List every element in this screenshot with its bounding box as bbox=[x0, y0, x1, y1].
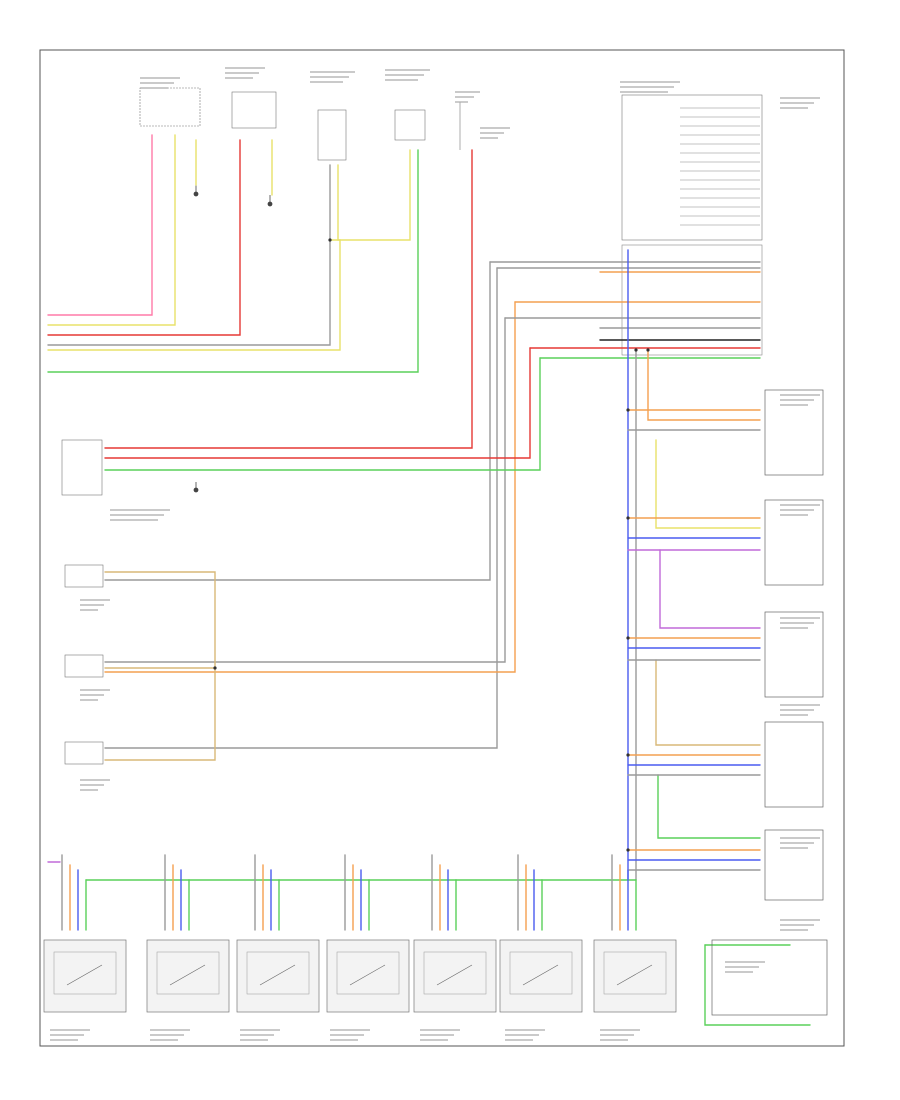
device-left-1 bbox=[61, 439, 103, 496]
bottom-module-switch-1 bbox=[66, 964, 103, 986]
bottom-module-switch-5 bbox=[436, 964, 473, 986]
connector-top-1 bbox=[139, 87, 201, 127]
splice-dot-5 bbox=[626, 636, 630, 640]
device-right-5 bbox=[764, 829, 824, 901]
wire-red-long bbox=[104, 149, 473, 449]
wire-gray-a bbox=[104, 261, 491, 581]
splice-dot-4 bbox=[626, 516, 630, 520]
device-right-3 bbox=[764, 611, 824, 698]
module-connector-block bbox=[621, 244, 763, 356]
right-device-group bbox=[711, 389, 828, 1016]
splice-dot-3 bbox=[626, 408, 630, 412]
bottom-module-inner-3 bbox=[246, 951, 310, 995]
bottom-module-switch-2 bbox=[169, 964, 206, 986]
bottom-module-5 bbox=[413, 939, 497, 1013]
splice-dot-6 bbox=[626, 753, 630, 757]
connector-top-3 bbox=[317, 109, 347, 161]
wire-yellow-bus bbox=[655, 439, 761, 529]
bottom-module-1 bbox=[43, 939, 127, 1013]
sensor-left-4 bbox=[64, 741, 104, 765]
bottom-module-switch-6 bbox=[522, 964, 559, 986]
bottom-module-inner-6 bbox=[509, 951, 573, 995]
label-blocks bbox=[50, 67, 820, 1041]
switch-top-2 bbox=[231, 91, 277, 129]
splice-dot-1 bbox=[328, 238, 332, 242]
wire-red-b bbox=[104, 347, 531, 459]
wire-green-r4 bbox=[657, 774, 761, 839]
splice-dot-2 bbox=[213, 666, 217, 670]
wire-violet-r2 bbox=[659, 549, 761, 629]
bottom-module-switch-7 bbox=[616, 964, 653, 986]
bottom-module-inner-1 bbox=[53, 951, 117, 995]
device-right-4 bbox=[764, 721, 824, 808]
ground-symbols bbox=[193, 185, 273, 493]
splice-dot-9 bbox=[646, 348, 650, 352]
bottom-module-switch-3 bbox=[259, 964, 296, 986]
control-module-top-right bbox=[621, 94, 763, 241]
bottom-module-6 bbox=[499, 939, 583, 1013]
bottom-module-inner-4 bbox=[336, 951, 400, 995]
device-right-1 bbox=[764, 389, 824, 476]
wire-gray-c bbox=[104, 317, 506, 663]
splice-dots bbox=[213, 238, 650, 852]
bottom-module-switch-4 bbox=[349, 964, 386, 986]
sensor-left-2 bbox=[64, 564, 104, 588]
wire-green-top bbox=[47, 149, 419, 373]
wire-orange-a bbox=[104, 301, 516, 673]
wire-tan-r3 bbox=[655, 659, 761, 746]
diagram-frame bbox=[39, 49, 845, 1047]
wire-layer bbox=[47, 134, 811, 1026]
wire-gray-b bbox=[104, 267, 498, 749]
bottom-module-7 bbox=[593, 939, 677, 1013]
left-device-group bbox=[61, 439, 104, 765]
wire-yellow-3 bbox=[329, 149, 411, 241]
bottom-module-row bbox=[43, 939, 677, 1013]
bottom-module-2 bbox=[146, 939, 230, 1013]
wire-yellow-1 bbox=[47, 134, 176, 326]
bottom-module-4 bbox=[326, 939, 410, 1013]
wire-pink-1 bbox=[47, 134, 153, 316]
wire-gray-1 bbox=[47, 164, 331, 346]
device-right-2 bbox=[764, 499, 824, 586]
wire-red-1 bbox=[47, 139, 241, 336]
wire-green-b bbox=[104, 357, 541, 471]
module-pin-lines bbox=[680, 107, 760, 226]
wire-tan-a bbox=[104, 571, 216, 761]
bottom-module-inner-2 bbox=[156, 951, 220, 995]
splice-dot-7 bbox=[626, 848, 630, 852]
bottom-module-3 bbox=[236, 939, 320, 1013]
wire-orange-bus bbox=[647, 349, 761, 421]
bottom-module-inner-7 bbox=[603, 951, 667, 995]
splice-dot-8 bbox=[634, 348, 638, 352]
device-right-6 bbox=[711, 939, 828, 1016]
sensor-left-3 bbox=[64, 654, 104, 678]
bottom-module-inner-5 bbox=[423, 951, 487, 995]
top-connector-group bbox=[139, 87, 461, 161]
connector-top-4 bbox=[394, 109, 426, 141]
wire-green-r6 bbox=[704, 944, 811, 1026]
